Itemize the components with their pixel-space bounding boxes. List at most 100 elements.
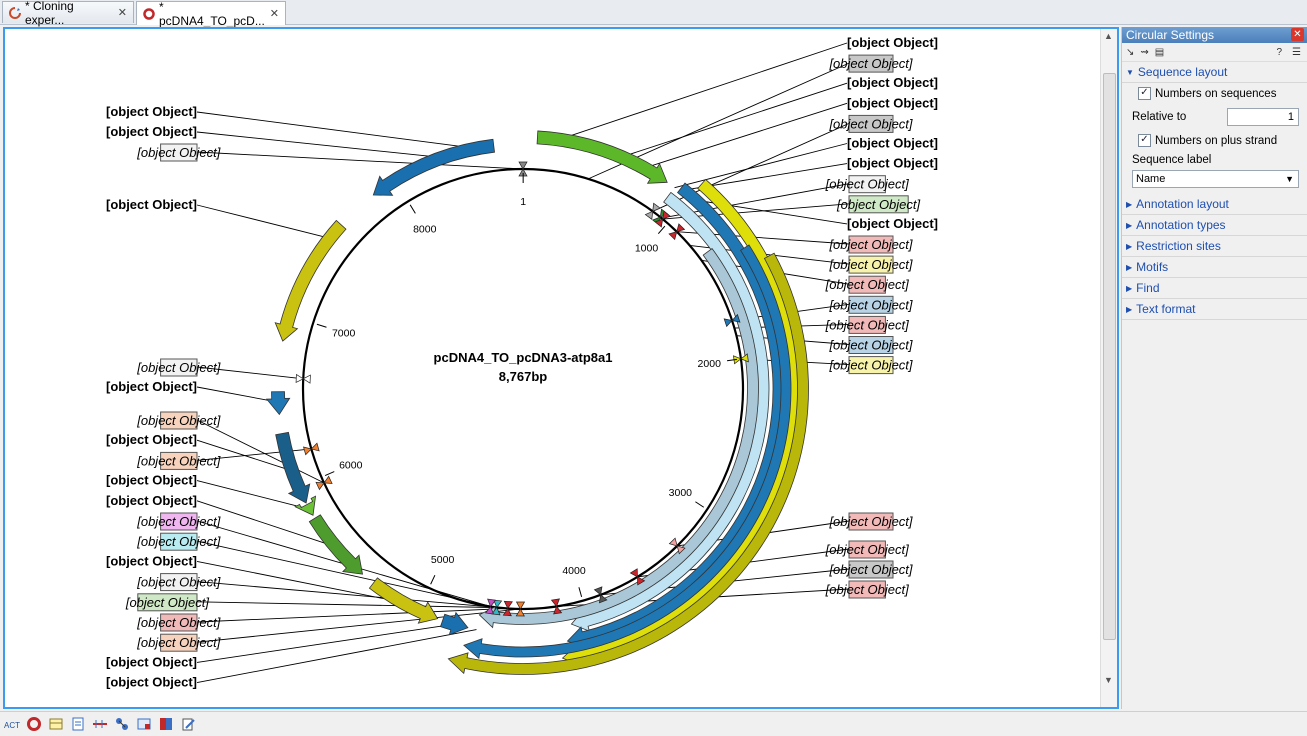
feature-label[interactable]: [object Object] (828, 114, 913, 133)
restriction-site-marker[interactable] (654, 210, 671, 228)
feature-label[interactable]: [object Object] (125, 593, 209, 612)
feature-label[interactable]: [object Object] (136, 512, 221, 531)
feature-label[interactable]: [object Object] (828, 512, 913, 531)
section-find[interactable]: ▶Find (1122, 278, 1307, 299)
atp8a1-bottom-arrow[interactable] (463, 244, 792, 660)
feature-label[interactable]: [object Object] (136, 532, 221, 551)
restriction-site-marker[interactable] (629, 568, 646, 586)
feature-label[interactable]: [object Object] (828, 356, 913, 375)
restriction-site-marker[interactable] (502, 600, 513, 617)
feature-label[interactable]: [object Object] (828, 560, 913, 579)
feature-label[interactable]: [object Object] (136, 143, 221, 162)
feature-label[interactable]: [object Object] (106, 197, 197, 212)
table-view-icon[interactable] (48, 716, 64, 732)
section-sequence-layout[interactable]: ▼ Sequence layout (1122, 62, 1307, 83)
tab-pcdna4[interactable]: * pcDNA4_TO_pcD... ✕ (136, 0, 286, 28)
feature-label[interactable]: [object Object] (106, 473, 197, 488)
ampicillin-arrow[interactable] (372, 138, 495, 196)
close-icon[interactable]: ✕ (117, 7, 127, 19)
restriction-site-marker[interactable] (593, 586, 608, 604)
feature-label[interactable]: [object Object] (847, 35, 938, 50)
restriction-site-marker[interactable] (723, 313, 741, 328)
restriction-site-marker[interactable] (644, 202, 661, 220)
feature-label[interactable]: [object Object] (836, 195, 921, 214)
feature-label[interactable]: [object Object] (847, 156, 938, 171)
feature-label[interactable]: [object Object] (106, 104, 197, 119)
bgh-pa-arrow[interactable] (439, 611, 469, 636)
restriction-map-icon[interactable] (92, 716, 108, 732)
feature-label[interactable]: [object Object] (136, 633, 221, 652)
feature-label[interactable]: [object Object] (847, 95, 938, 110)
restriction-site-marker[interactable] (491, 599, 503, 616)
section-restriction-sites[interactable]: ▶Restriction sites (1122, 236, 1307, 257)
feature-label[interactable]: [object Object] (847, 75, 938, 90)
restriction-site-marker[interactable] (315, 475, 333, 491)
feature-label[interactable]: [object Object] (136, 411, 221, 430)
scroll-up-icon[interactable]: ▲ (1104, 31, 1113, 41)
section-annotation-layout[interactable]: ▶Annotation layout (1122, 194, 1307, 215)
feature-label[interactable]: [object Object] (828, 295, 913, 314)
atp8a1-outer-bottom-arrow[interactable] (447, 252, 809, 675)
insert-bottom-arrow[interactable] (478, 247, 759, 629)
sv40-promoter-arrow[interactable] (308, 514, 364, 575)
help-icon[interactable]: ? (1276, 46, 1283, 58)
feature-label[interactable]: [object Object] (136, 573, 221, 592)
feature-label[interactable]: [object Object] (828, 336, 913, 354)
feature-label[interactable]: [object Object] (828, 235, 913, 254)
numbers-on-sequences-checkbox[interactable]: ✓ Numbers on sequences (1122, 83, 1307, 104)
section-motifs[interactable]: ▶Motifs (1122, 257, 1307, 278)
tab-cloning-experiment[interactable]: * Cloning exper... ✕ (2, 0, 134, 27)
restriction-site-marker[interactable] (303, 442, 320, 456)
feature-label[interactable]: [object Object] (106, 553, 197, 568)
feature-label[interactable]: [object Object] (825, 315, 909, 334)
zeocin-arrow[interactable] (275, 431, 311, 504)
feature-label[interactable]: [object Object] (106, 654, 197, 669)
restriction-site-marker[interactable] (668, 223, 686, 241)
feature-label[interactable]: [object Object] (847, 216, 938, 231)
expand-all-icon[interactable]: ⇝ (1140, 46, 1149, 58)
save-settings-icon[interactable]: ▤ (1154, 46, 1165, 58)
section-annotation-types[interactable]: ▶Annotation types (1122, 215, 1307, 236)
numbers-plus-strand-checkbox[interactable]: ✓ Numbers on plus strand (1122, 130, 1307, 151)
feature-label[interactable]: [object Object] (825, 275, 909, 294)
restriction-site-marker[interactable] (295, 373, 311, 384)
graph-view-icon[interactable] (114, 716, 130, 732)
feature-label[interactable]: [object Object] (106, 124, 197, 139)
history-icon[interactable] (158, 716, 174, 732)
feature-label[interactable]: [object Object] (106, 493, 197, 508)
puc-ori-arrow[interactable] (274, 219, 347, 342)
scroll-thumb[interactable] (1103, 73, 1116, 640)
feature-label[interactable]: [object Object] (828, 54, 913, 73)
feature-label[interactable]: [object Object] (106, 675, 197, 690)
vertical-scrollbar[interactable]: ▲ ▼ (1100, 29, 1117, 707)
cmv-arrow[interactable] (536, 130, 668, 184)
feature-label[interactable]: [object Object] (136, 358, 221, 377)
feature-label[interactable]: [object Object] (106, 379, 197, 394)
sequence-view-icon[interactable]: ACT (4, 716, 20, 732)
feature-label[interactable]: [object Object] (136, 613, 221, 632)
close-icon[interactable]: ✕ (269, 8, 279, 20)
restriction-site-marker[interactable] (668, 537, 686, 555)
circular-view-icon[interactable] (26, 716, 42, 732)
checkbox-checked[interactable]: ✓ (1138, 87, 1151, 100)
restriction-site-marker[interactable] (484, 598, 497, 615)
feature-label[interactable]: [object Object] (825, 175, 909, 194)
feature-label[interactable]: [object Object] (828, 255, 913, 274)
sv40pa-arrow[interactable] (265, 391, 291, 416)
checkbox-checked[interactable]: ✓ (1138, 134, 1151, 147)
close-icon[interactable]: ✕ (1291, 28, 1304, 41)
edit-icon[interactable] (180, 716, 196, 732)
collapse-all-icon[interactable]: ↘ (1126, 46, 1135, 58)
section-text-format[interactable]: ▶Text format (1122, 299, 1307, 320)
f1-ori-arrow[interactable] (368, 577, 439, 624)
em7-arrow[interactable] (294, 495, 317, 516)
relative-to-input[interactable]: 1 (1227, 108, 1299, 126)
menu-icon[interactable]: ☰ (1292, 46, 1301, 58)
restriction-site-marker[interactable] (550, 598, 563, 615)
feature-label[interactable]: [object Object] (825, 540, 909, 559)
feature-label[interactable]: [object Object] (136, 451, 221, 470)
annotation-table-icon[interactable] (136, 716, 152, 732)
feature-label[interactable]: [object Object] (106, 432, 197, 447)
